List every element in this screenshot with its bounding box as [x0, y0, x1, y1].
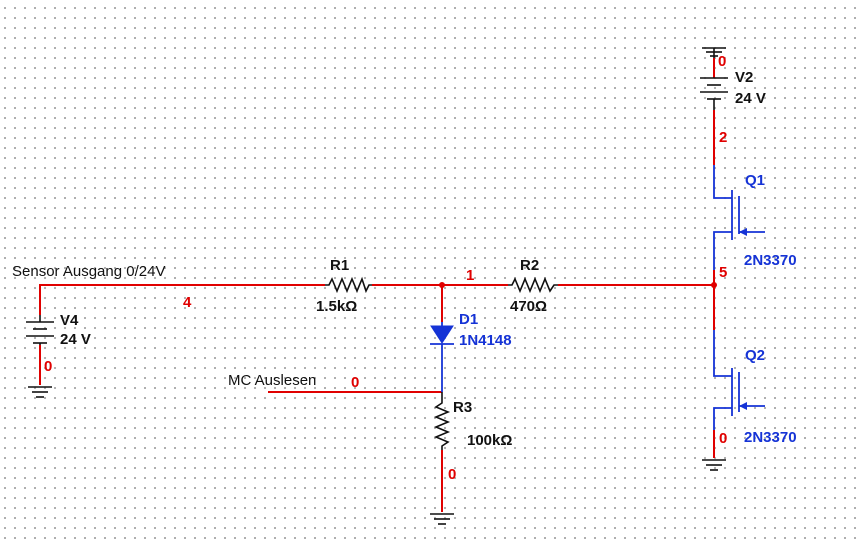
q2-value: 2N3370 [744, 429, 797, 446]
r1-ref: R1 [330, 257, 349, 274]
dc-source-v4[interactable] [26, 315, 54, 345]
sensor-label: Sensor Ausgang 0/24V [12, 263, 165, 280]
net-label-0-v4: 0 [44, 358, 52, 375]
v4-value: 24 V [60, 331, 91, 348]
net-label-4: 4 [183, 294, 192, 311]
r3-ref: R3 [453, 399, 472, 416]
q1-value: 2N3370 [744, 252, 797, 269]
transistor-q2[interactable] [713, 330, 765, 430]
ground-r3 [430, 513, 454, 525]
net-label-0-mc: 0 [351, 374, 359, 391]
v2-value: 24 V [735, 90, 766, 107]
net-label-0-r3: 0 [448, 466, 456, 483]
ground-q2 [702, 459, 726, 471]
net-label-2: 2 [719, 129, 727, 146]
net-label-0-q2: 0 [719, 430, 727, 447]
resistor-r3[interactable] [433, 392, 451, 450]
diode-d1[interactable] [430, 322, 454, 392]
r2-value: 470Ω [510, 298, 547, 315]
junction-dot [711, 282, 717, 288]
r2-ref: R2 [520, 257, 539, 274]
resistor-r1[interactable] [325, 276, 372, 294]
transistor-q1[interactable] [713, 165, 765, 270]
wire-net-4[interactable] [39, 284, 325, 315]
net-label-1: 1 [466, 267, 474, 284]
net-label-5: 5 [719, 264, 727, 281]
q2-ref: Q2 [745, 347, 765, 364]
d1-ref: D1 [459, 311, 478, 328]
ground-v2 [702, 47, 726, 58]
dc-source-v2[interactable] [700, 77, 728, 110]
r1-value: 1.5kΩ [316, 298, 357, 315]
d1-value: 1N4148 [459, 332, 512, 349]
v2-ref: V2 [735, 69, 753, 86]
resistor-r2[interactable] [508, 276, 558, 294]
ground-v4 [28, 386, 52, 398]
wires [39, 58, 717, 512]
junction-dot [439, 282, 445, 288]
v4-ref: V4 [60, 312, 79, 329]
net-label-0-v2: 0 [718, 53, 726, 70]
q1-ref: Q1 [745, 172, 765, 189]
mc-label: MC Auslesen [228, 372, 316, 389]
r3-value: 100kΩ [467, 432, 512, 449]
